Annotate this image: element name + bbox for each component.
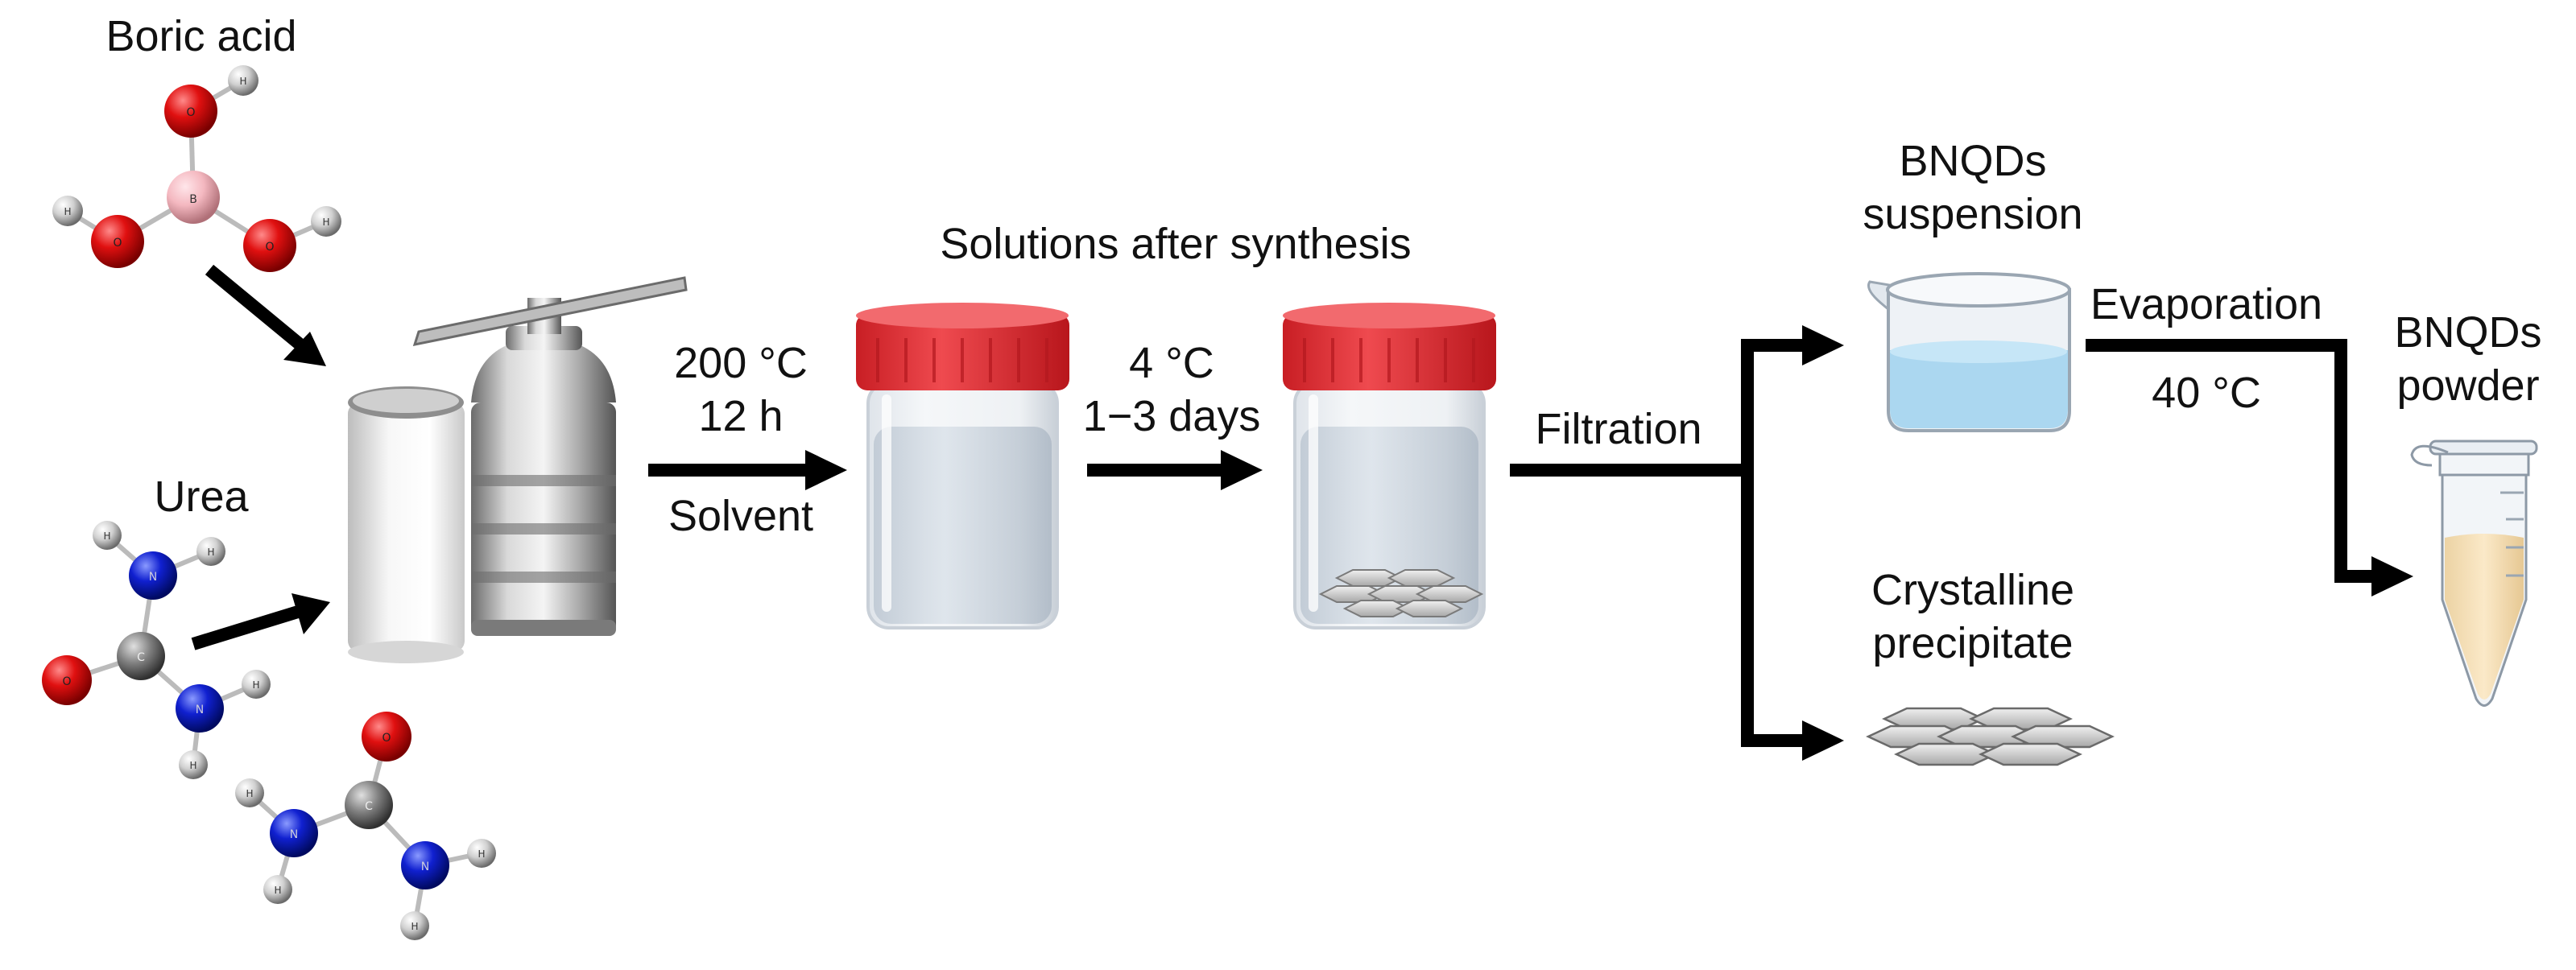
hydrogen-atom <box>467 839 496 868</box>
carbon-atom <box>117 632 165 680</box>
hydrogen-atom-label: H <box>252 679 259 691</box>
nitrogen-atom <box>270 809 318 857</box>
bnqds-powder-label: BNQDs powder <box>2394 308 2542 410</box>
hydrogen-atom-label: H <box>239 76 246 87</box>
oxygen-atom <box>243 219 296 272</box>
steel-autoclave <box>412 276 688 636</box>
nitrogen-atom <box>129 551 177 600</box>
hydrogen-atom-label: H <box>411 921 418 932</box>
oxygen-atom-label: O <box>382 732 391 745</box>
hydrogen-atom-label: H <box>322 217 329 228</box>
nitrogen-atom <box>176 684 224 733</box>
synthesis-temperature: 200 °C <box>674 339 808 387</box>
synthesis-time: 12 h <box>698 392 784 440</box>
evaporation-temperature-label: 40 °C <box>2152 369 2261 417</box>
crystalline-precipitate-label: Crystalline precipitate <box>1871 566 2075 667</box>
hydrogen-atom-label: H <box>64 206 71 217</box>
suspension-beaker <box>1867 272 2071 432</box>
oxygen-atom <box>164 85 217 138</box>
hydrogen-atom-label: H <box>478 848 485 860</box>
hydrogen-atom-label: H <box>207 547 214 558</box>
hydrogen-atom <box>311 206 341 237</box>
bnqds-suspension-label: BNQDs suspension <box>1863 137 2083 238</box>
carbon-atom-label: C <box>137 651 145 664</box>
arrow-boric-acid-to-autoclave <box>205 264 326 366</box>
arrow-evaporation <box>2086 339 2375 583</box>
crystalline-precipitate-flakes <box>1866 707 2115 766</box>
hydrogen-atom <box>196 537 225 566</box>
filtration-label: Filtration <box>1535 405 1702 453</box>
powder-tube <box>2410 440 2538 707</box>
cooling-conditions-label: 4 °C 1−3 days <box>1063 336 1280 443</box>
oxygen-atom <box>362 712 411 762</box>
synthesis-conditions-label: 200 °C 12 h <box>644 336 837 443</box>
cooling-time: 1−3 days <box>1082 392 1261 440</box>
urea-molecule: O C N N H H H H <box>235 712 496 940</box>
nitrogen-atom-label: N <box>149 571 157 584</box>
evaporation-label: Evaporation <box>2090 280 2323 328</box>
oxygen-atom-label: O <box>113 237 122 250</box>
hydrogen-atom <box>263 875 292 904</box>
oxygen-atom-label: O <box>62 675 71 688</box>
arrow-synthesis <box>648 450 847 490</box>
solvent-label: Solvent <box>668 492 814 540</box>
arrow-urea-to-autoclave <box>191 593 330 650</box>
jar-crystals <box>1318 569 1484 617</box>
arrow-evaporation-head <box>2371 556 2413 596</box>
boron-atom <box>167 171 220 224</box>
urea-label: Urea <box>154 473 249 521</box>
carbon-atom-label: C <box>365 800 373 813</box>
carbon-atom <box>345 781 393 829</box>
hydrogen-atom <box>179 750 208 779</box>
cooling-temperature: 4 °C <box>1129 339 1214 387</box>
arrow-to-suspension-head <box>1802 325 1844 365</box>
hydrogen-atom <box>93 521 122 550</box>
hydrogen-atom <box>242 670 271 699</box>
ptfe-liner <box>348 386 465 663</box>
oxygen-atom-label: O <box>186 106 195 119</box>
arrow-to-precipitate-head <box>1802 720 1844 761</box>
hydrogen-atom <box>400 911 429 940</box>
boron-atom-label: B <box>189 193 197 206</box>
solution-jar <box>856 303 1069 629</box>
precipitate-jar <box>1283 303 1496 629</box>
solutions-after-synthesis-label: Solutions after synthesis <box>940 220 1412 268</box>
boric-acid-label: Boric acid <box>105 12 297 60</box>
arrow-cooling <box>1087 450 1263 490</box>
nitrogen-atom-label: N <box>421 861 429 873</box>
hydrogen-atom-label: H <box>274 885 281 896</box>
hydrogen-atom-label: H <box>103 530 110 542</box>
nitrogen-atom-label: N <box>290 828 298 841</box>
oxygen-atom <box>42 655 92 705</box>
oxygen-atom-label: O <box>265 241 274 254</box>
nitrogen-atom <box>401 841 449 890</box>
nitrogen-atom-label: N <box>196 704 204 716</box>
oxygen-atom <box>91 215 144 268</box>
hydrogen-atom <box>228 65 258 96</box>
urea-molecule: N N C O H H H H <box>42 521 271 779</box>
hydrogen-atom-label: H <box>246 788 253 799</box>
hydrogen-atom <box>52 196 83 226</box>
hydrogen-atom <box>235 778 264 807</box>
hydrogen-atom-label: H <box>189 760 196 771</box>
arrow-filtration <box>1510 339 1804 747</box>
boric-acid-molecule: B O O O H H H <box>52 65 341 272</box>
